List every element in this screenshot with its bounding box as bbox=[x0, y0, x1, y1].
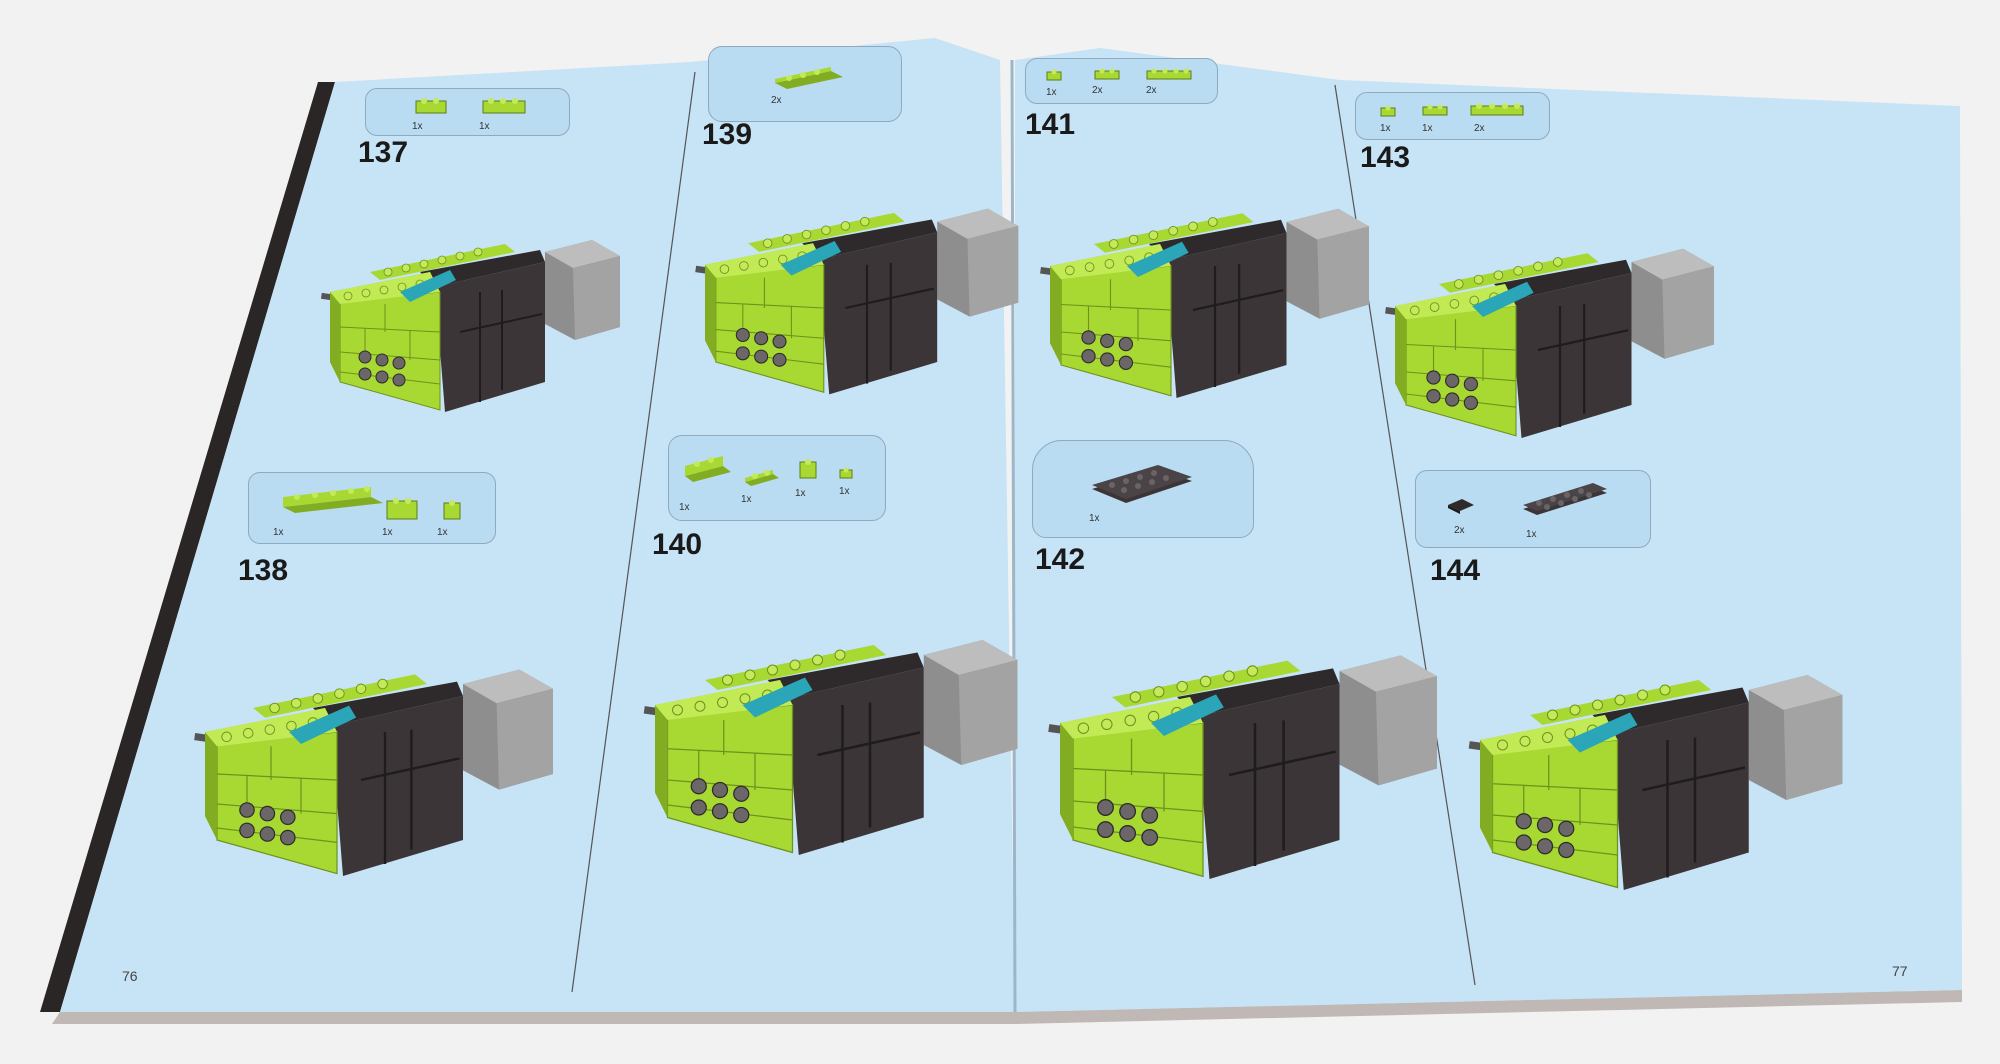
step-number-144: 144 bbox=[1430, 554, 1481, 587]
lime-plate-icon bbox=[1146, 68, 1192, 80]
step-number-138: 138 bbox=[238, 554, 289, 587]
part-quantity: 2x bbox=[1454, 525, 1465, 536]
step-number-141: 141 bbox=[1025, 108, 1076, 141]
part-quantity: 1x bbox=[1526, 529, 1537, 540]
part-quantity: 1x bbox=[679, 502, 690, 513]
parts-callout-140: 1x 1x 1x 1x bbox=[668, 435, 886, 521]
part-quantity: 1x bbox=[382, 527, 393, 538]
lime-brick-icon bbox=[685, 456, 731, 482]
lime-tile-icon bbox=[839, 467, 853, 479]
lime-plate-icon bbox=[1422, 104, 1448, 116]
parts-callout-144: 2x 1x bbox=[1415, 470, 1651, 548]
parts-callout-139: 2x bbox=[708, 46, 902, 122]
black-tile-icon bbox=[1448, 499, 1474, 514]
part-quantity: 2x bbox=[1474, 123, 1485, 134]
lime-plate-icon bbox=[745, 470, 779, 486]
step-number-139: 139 bbox=[702, 118, 753, 151]
lime-small-brick-icon bbox=[799, 459, 817, 479]
lime-plate-icon bbox=[775, 67, 843, 89]
step-number-140: 140 bbox=[652, 528, 703, 561]
lime-brick-icon bbox=[482, 98, 526, 114]
part-quantity: 1x bbox=[1089, 513, 1100, 524]
part-quantity: 1x bbox=[1046, 87, 1057, 98]
lime-brick-icon bbox=[415, 98, 447, 114]
left-page-divider bbox=[571, 71, 696, 993]
part-quantity: 1x bbox=[1380, 123, 1391, 134]
part-quantity: 2x bbox=[1092, 85, 1103, 96]
part-quantity: 1x bbox=[437, 527, 448, 538]
lime-brick-icon bbox=[386, 498, 418, 520]
lime-tile-icon bbox=[1046, 69, 1062, 81]
part-quantity: 1x bbox=[412, 121, 423, 132]
parts-callout-143: 1x 1x 2x bbox=[1355, 92, 1550, 140]
lime-plate-icon bbox=[1470, 103, 1524, 116]
step-number-143: 143 bbox=[1360, 141, 1411, 174]
dark-grey-plate-icon bbox=[1523, 483, 1607, 515]
parts-callout-142: 1x bbox=[1032, 440, 1254, 538]
lime-plate-icon bbox=[1094, 68, 1120, 80]
page-stack-edge bbox=[52, 990, 1962, 1024]
step-number-142: 142 bbox=[1035, 543, 1086, 576]
part-quantity: 1x bbox=[839, 486, 850, 497]
parts-callout-137: 1x 1x bbox=[365, 88, 570, 136]
page-number-right: 77 bbox=[1892, 963, 1908, 979]
parts-callout-138: 1x 1x 1x bbox=[248, 472, 496, 544]
dark-grey-plate-icon bbox=[1092, 465, 1192, 503]
back-cover bbox=[40, 82, 335, 1012]
step-number-137: 137 bbox=[358, 136, 409, 169]
part-quantity: 1x bbox=[479, 121, 490, 132]
lime-tile-icon bbox=[1380, 105, 1396, 117]
lime-long-brick-icon bbox=[283, 486, 383, 513]
parts-callout-141: 1x 2x 2x bbox=[1025, 58, 1218, 104]
page-number-left: 76 bbox=[122, 968, 138, 984]
part-quantity: 2x bbox=[1146, 85, 1157, 96]
part-quantity: 2x bbox=[771, 95, 782, 106]
part-quantity: 1x bbox=[1422, 123, 1433, 134]
lime-small-brick-icon bbox=[443, 500, 461, 520]
part-quantity: 1x bbox=[795, 488, 806, 499]
part-quantity: 1x bbox=[273, 527, 284, 538]
part-quantity: 1x bbox=[741, 494, 752, 505]
